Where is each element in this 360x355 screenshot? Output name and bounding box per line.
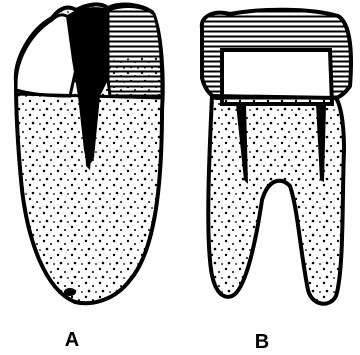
tooth-b	[202, 10, 351, 304]
tooth-a-apex-mark	[64, 288, 76, 296]
tooth-a	[16, 4, 163, 303]
label-b: B	[255, 331, 269, 353]
tooth-a-dentin-crown	[104, 56, 162, 98]
label-a: A	[65, 329, 79, 351]
